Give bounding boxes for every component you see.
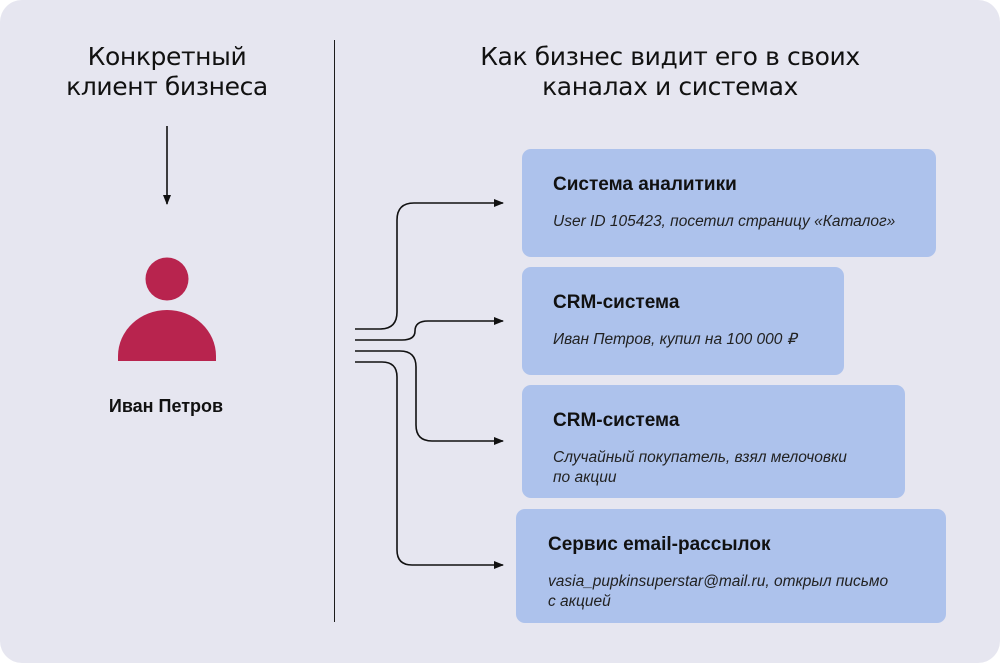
card-title: Сервис email-рассылок — [548, 534, 771, 555]
connector-crm-2 — [355, 350, 504, 445]
person-icon — [118, 257, 216, 361]
person-name: Иван Петров — [108, 396, 224, 416]
card-description: Случайный покупатель, взял мелочовки по … — [553, 449, 847, 486]
person-icon-body — [118, 310, 216, 361]
card-title: CRM-система — [553, 292, 680, 313]
card-description: User ID 105423, посетил страницу «Катало… — [553, 213, 896, 230]
card-description: Иван Петров, купил на 100 000 ₽ — [553, 331, 797, 348]
card-title: Система аналитики — [553, 174, 737, 195]
card-analytics: Система аналитики User ID 105423, посети… — [522, 149, 936, 257]
client-heading: Конкретный клиент бизнеса — [66, 42, 268, 101]
channels-heading: Как бизнес видит его в своих каналах и с… — [480, 42, 860, 101]
person-icon-head — [145, 257, 189, 301]
card-crm-random: CRM-система Случайный покупатель, взял м… — [522, 385, 905, 498]
column-divider — [334, 40, 335, 622]
card-title: CRM-система — [553, 410, 680, 431]
connector-analytics — [355, 199, 504, 330]
connector-email — [355, 361, 504, 569]
card-crm-purchase: CRM-система Иван Петров, купил на 100 00… — [522, 267, 844, 375]
connector-crm-1 — [355, 317, 504, 341]
card-description: vasia_pupkinsuperstar@mail.ru, открыл пи… — [548, 573, 889, 610]
card-email-service: Сервис email-рассылок vasia_pupkinsupers… — [516, 509, 946, 623]
